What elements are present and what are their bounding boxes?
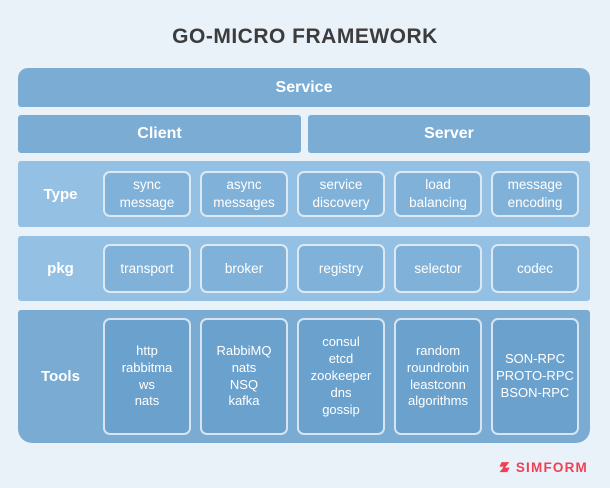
type-row: Type sync message async messages service… xyxy=(18,161,590,227)
server-label: Server xyxy=(424,125,474,142)
pkg-cell-codec: codec xyxy=(491,244,579,293)
pkg-cell-registry: registry xyxy=(297,244,385,293)
tools-cell-selector-impls: random roundrobin leastconn algorithms xyxy=(394,318,482,435)
server-bar: Server xyxy=(308,115,590,153)
type-cell-message-encoding: message encoding xyxy=(491,171,579,217)
tools-row: Tools http rabbitma ws nats RabbiMQ nats… xyxy=(18,310,590,443)
tools-cell-registry-impls: consul etcd zookeeper dns gossip xyxy=(297,318,385,435)
type-row-label: Type xyxy=(43,185,78,203)
client-label: Client xyxy=(137,125,182,142)
tools-row-label: Tools xyxy=(41,368,80,385)
simform-logo-text: SIMFORM xyxy=(515,459,588,475)
tools-cell-codec-impls: SON-RPC PROTO-RPC BSON-RPC xyxy=(491,318,579,435)
pkg-row-label: pkg xyxy=(47,260,74,277)
pkg-cell-transport: transport xyxy=(103,244,191,293)
page-title: GO-MICRO FRAMEWORK xyxy=(172,25,438,48)
type-cells: sync message async messages service disc… xyxy=(103,171,590,217)
tools-cell-transport-impls: http rabbitma ws nats xyxy=(103,318,191,435)
service-bar: Service xyxy=(18,68,590,107)
simform-logo-icon xyxy=(499,461,510,472)
pkg-cell-broker: broker xyxy=(200,244,288,293)
simform-logo: SIMFORM xyxy=(497,457,588,477)
type-cell-service-discovery: service discovery xyxy=(297,171,385,217)
type-cell-sync-message: sync message xyxy=(103,171,191,217)
tools-cells: http rabbitma ws nats RabbiMQ nats NSQ k… xyxy=(103,318,590,435)
pkg-cell-selector: selector xyxy=(394,244,482,293)
pkg-cells: transport broker registry selector codec xyxy=(103,244,590,293)
service-label: Service xyxy=(275,78,333,96)
tools-cell-broker-impls: RabbiMQ nats NSQ kafka xyxy=(200,318,288,435)
client-bar: Client xyxy=(18,115,301,153)
type-cell-async-messages: async messages xyxy=(200,171,288,217)
pkg-row: pkg transport broker registry selector c… xyxy=(18,236,590,301)
type-cell-load-balancing: load balancing xyxy=(394,171,482,217)
